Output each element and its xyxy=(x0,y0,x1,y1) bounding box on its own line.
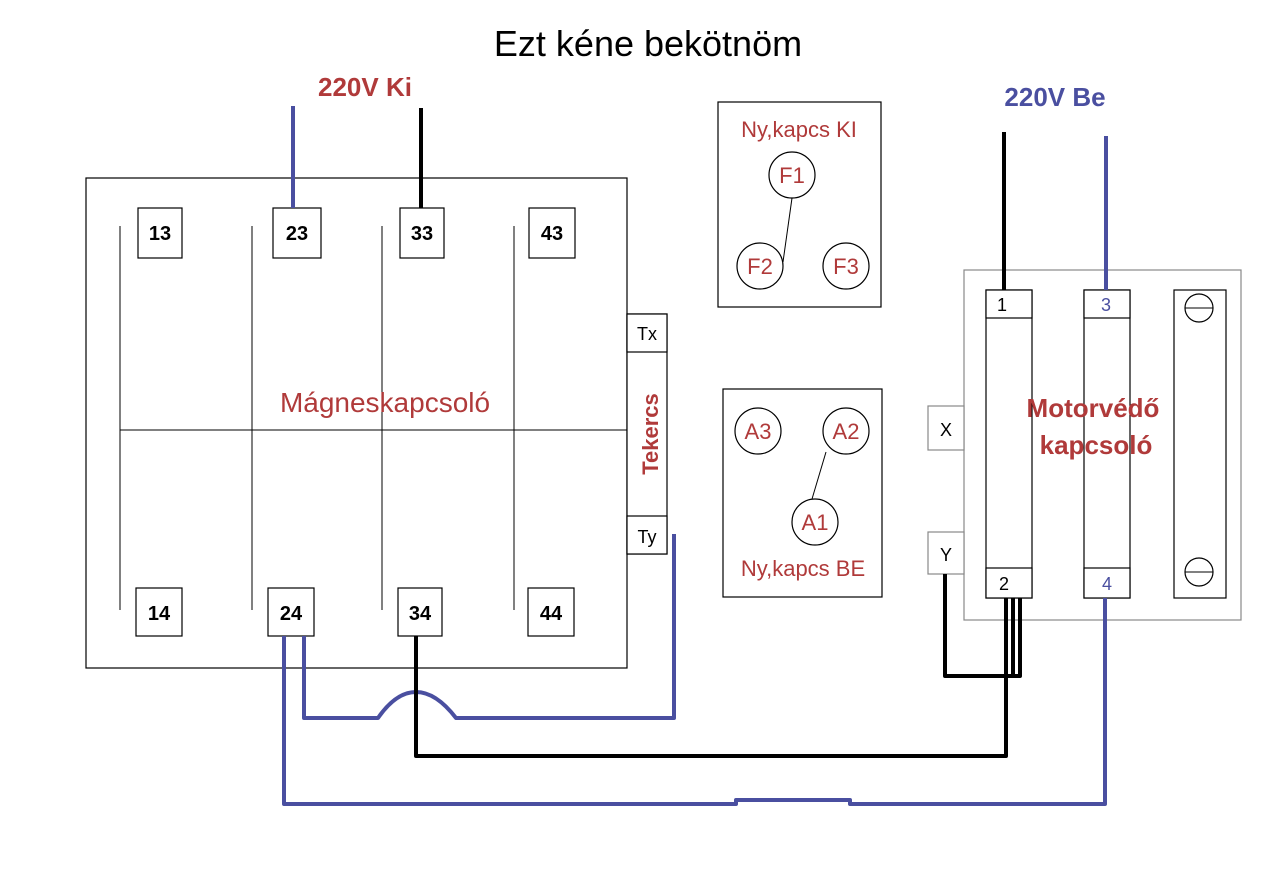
mp-terminal-1: 1 xyxy=(997,295,1007,315)
terminal-box-13 xyxy=(137,207,183,259)
terminal-23: 23 xyxy=(286,223,308,245)
contactor-label: Mágneskapcsoló xyxy=(280,387,490,418)
mp-terminal-2: 2 xyxy=(999,574,1009,594)
terminal-14: 14 xyxy=(148,603,171,625)
switch-off-bridge xyxy=(782,197,793,263)
terminal-box-23 xyxy=(272,207,322,259)
switch-off-f1: F1 xyxy=(779,163,805,188)
terminal-34: 34 xyxy=(409,603,432,625)
motor-protector-pole-2 xyxy=(1083,289,1131,599)
switch-off: Ny,kapcs KI F1 F2 F3 xyxy=(717,101,882,308)
switch-off-f3-circle xyxy=(822,242,870,290)
motor-protector: 1 2 3 4 Motorvédő kapcsoló X Y xyxy=(927,269,1242,621)
terminal-44: 44 xyxy=(540,603,563,625)
terminal-box-34 xyxy=(397,587,443,637)
contactor-body xyxy=(85,177,628,669)
coil-terminal-box-tx xyxy=(626,313,668,353)
terminal-box-24 xyxy=(267,587,315,637)
coil-terminal-box-ty xyxy=(626,515,668,555)
switch-on-a3-circle xyxy=(734,407,782,455)
terminal-box-44 xyxy=(527,587,575,637)
mp-side-terminal-y: Y xyxy=(940,545,952,565)
mp-side-terminal-box-y xyxy=(927,531,965,575)
motor-protector-label-line2: kapcsoló xyxy=(1040,430,1153,460)
switch-off-f2-circle xyxy=(736,242,784,290)
coil-terminal-tx: Tx xyxy=(637,324,657,344)
mp-side-terminal-x: X xyxy=(940,420,952,440)
switch-off-label: Ny,kapcs KI xyxy=(741,117,857,142)
terminal-33: 33 xyxy=(411,223,433,245)
supply-off-label: 220V Ki xyxy=(318,72,412,102)
contactor: 13 23 33 43 14 24 34 44 Mágneskapcsoló T… xyxy=(85,177,668,669)
terminal-43: 43 xyxy=(541,223,563,245)
motor-protector-screw-column xyxy=(1173,289,1227,599)
mp-terminal-box-1 xyxy=(985,289,1033,319)
diagram-title: Ezt kéne bekötnöm xyxy=(494,23,802,64)
mp-terminal-box-3 xyxy=(1083,289,1131,319)
coil-body xyxy=(626,313,668,555)
mp-side-terminal-box-x xyxy=(927,405,965,451)
coil-label: Tekercs xyxy=(638,393,663,475)
terminal-13: 13 xyxy=(149,223,171,245)
wire-24-to-terminal-4 xyxy=(282,598,1107,806)
terminal-24: 24 xyxy=(280,603,303,625)
coil-terminal-ty: Ty xyxy=(637,527,656,547)
terminal-box-43 xyxy=(528,207,576,259)
mp-terminal-4: 4 xyxy=(1102,574,1112,594)
switch-on-a1: A1 xyxy=(802,510,829,535)
switch-off-f2: F2 xyxy=(747,254,773,279)
motor-protector-pole-1 xyxy=(985,289,1033,599)
supply-on-label: 220V Be xyxy=(1004,82,1105,112)
motor-protector-label-line1: Motorvédő xyxy=(1027,393,1160,423)
mp-terminal-box-4 xyxy=(1083,567,1131,599)
mp-terminal-box-2 xyxy=(985,567,1033,599)
switch-off-f3: F3 xyxy=(833,254,859,279)
switch-on-a2: A2 xyxy=(833,419,860,444)
switch-on-label: Ny,kapcs BE xyxy=(741,556,865,581)
switch-on-a3: A3 xyxy=(745,419,772,444)
switch-on: A3 A2 A1 Ny,kapcs BE xyxy=(722,388,883,598)
mp-terminal-3: 3 xyxy=(1101,295,1111,315)
switch-on-bridge xyxy=(811,451,827,500)
wire-y-to-terminal-2 xyxy=(943,574,1022,678)
terminal-box-14 xyxy=(135,587,183,637)
switch-on-a2-circle xyxy=(822,407,870,455)
switch-on-a1-circle xyxy=(791,498,839,546)
